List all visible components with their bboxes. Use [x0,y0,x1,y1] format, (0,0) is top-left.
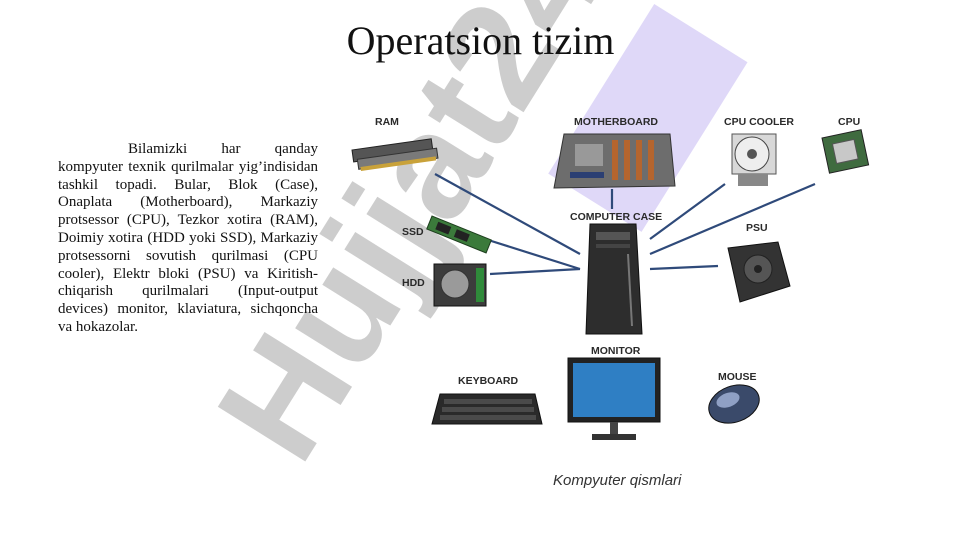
label-monitor: MONITOR [591,345,641,357]
motherboard-image [553,133,676,189]
label-mouse: MOUSE [718,371,757,383]
computer-parts-diagram: RAM MOTHERBOARD CPU COOLER CPU SSD [351,116,870,489]
slide-body-text: Bilamizki har qanday kompyuter texnik qu… [58,141,318,335]
label-ram: RAM [375,116,399,128]
ram-image [351,138,439,171]
cpu-image [821,129,870,174]
label-hdd: HDD [402,277,425,289]
label-motherboard: MOTHERBOARD [574,116,658,128]
label-computer-case: COMPUTER CASE [570,211,662,223]
label-keyboard: KEYBOARD [458,375,519,387]
mouse-image [708,384,760,424]
cpu-cooler-image [731,133,777,186]
connector-lines [434,173,816,276]
diagram-caption: Kompyuter qismlari [553,472,682,489]
label-cpu: CPU [838,116,860,128]
slide-title: Operatsion tizim [346,18,615,63]
keyboard-image [431,393,543,425]
hdd-image [433,263,487,307]
ssd-image [426,215,492,254]
label-psu: PSU [746,222,768,234]
label-cpu-cooler: CPU COOLER [724,116,794,128]
psu-image [727,241,791,303]
computer-case-image [585,223,643,335]
monitor-image [567,357,661,440]
label-ssd: SSD [402,226,424,238]
